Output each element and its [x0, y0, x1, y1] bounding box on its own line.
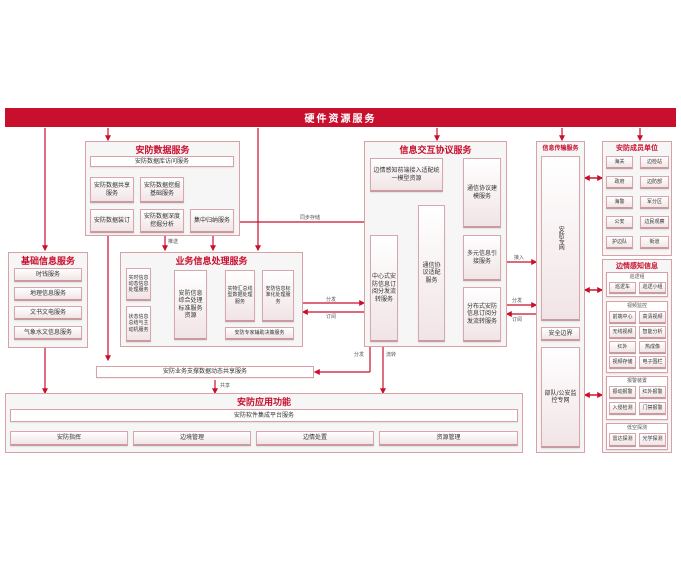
app-function[interactable]: 安防指挥 [10, 431, 128, 446]
video-item[interactable]: 智能分析 [639, 326, 666, 339]
video-item[interactable]: 热成像 [639, 341, 666, 354]
central-induction-service[interactable]: 集中归纳服务 [190, 209, 234, 233]
low-altitude-title: 低空探测 [626, 425, 647, 431]
member-unit[interactable]: 海关 [606, 156, 633, 169]
video-item[interactable]: 前端中心 [609, 311, 636, 324]
basic-info-title: 基础信息服务 [20, 257, 75, 267]
edge-label-access: 接入 [514, 255, 525, 261]
comm-modeling-service[interactable]: 通信协议建模服务 [463, 158, 501, 228]
alarm-item[interactable]: 入侵检测 [609, 402, 636, 415]
data-load-service[interactable]: 安防数据装订 [90, 209, 134, 233]
basic-info-item[interactable]: 气象水文信息服务 [14, 326, 82, 340]
member-unit[interactable]: 边检站 [640, 156, 669, 169]
video-item[interactable]: 高清视频 [639, 311, 666, 324]
edge-label-flow: 流转 [386, 352, 397, 358]
app-function[interactable]: 边情处置 [256, 431, 374, 446]
protocol-adapt-service[interactable]: 通信协议适配服务 [418, 205, 445, 342]
data-service-title: 安防数据服务 [135, 146, 190, 156]
edge-label-dispatch: 分发 [326, 297, 337, 303]
edge-label-subscribe: 订阅 [326, 314, 337, 320]
patrol-item[interactable]: 巡逻小组 [639, 282, 666, 294]
border-info-title: 边情感知信息 [616, 262, 658, 270]
app-title: 安防应用功能 [236, 398, 291, 408]
low-altitude-item[interactable]: 雷达探测 [609, 433, 636, 447]
low-altitude-item[interactable]: 光学探测 [639, 433, 666, 447]
security-network-label: 安防专网 [557, 226, 565, 250]
integration-platform[interactable]: 安防软件集成平台服务 [10, 409, 518, 422]
security-boundary[interactable]: 安全边界 [541, 327, 580, 341]
member-unit[interactable]: 街道 [640, 236, 669, 249]
edge-label-subscribe: 订阅 [512, 317, 523, 323]
data-share-service[interactable]: 安防数据共享服务 [90, 177, 134, 203]
multi-source-service[interactable]: 多元信息引接服务 [463, 235, 501, 281]
shared-support-bar[interactable]: 安防业务支撑数据动态共享服务 [96, 366, 314, 378]
patrol-title: 巡逻组 [629, 274, 645, 280]
edge-label-push: 推送 [168, 239, 179, 245]
alarm-title: 报警装置 [626, 378, 647, 384]
business-service[interactable]: 实时信息动态信息处理服务 [126, 268, 151, 301]
edge-label-sync: 同步存储 [300, 215, 321, 221]
app-function[interactable]: 资源管理 [379, 431, 518, 446]
distributed-subscribe-service[interactable]: 分布式安防信息订阅分发流转服务 [463, 287, 501, 342]
alarm-item[interactable]: 门禁报警 [639, 402, 666, 415]
transport-title: 信息传输服务 [542, 145, 579, 152]
deep-mining-service[interactable]: 安防数据深度挖掘分析 [140, 209, 184, 233]
business-service[interactable]: 安防信息标准化处理服务 [262, 270, 294, 322]
perception-adapt-service[interactable]: 边情感知前端接入适配统一模型资源 [370, 158, 443, 192]
members-title: 安防成员单位 [616, 144, 658, 152]
business-service[interactable]: 安防信息综合处理标准服务资源 [174, 270, 207, 340]
business-service[interactable]: 实物汇总线型数据处理服务 [225, 270, 255, 322]
patrol-item[interactable]: 巡逻车 [609, 282, 636, 294]
security-network[interactable]: 安防专网 [541, 156, 580, 321]
alarm-item[interactable]: 振动报警 [609, 386, 636, 399]
business-service[interactable]: 状态信息总结与主动机服务 [126, 306, 151, 342]
police-network[interactable]: 部队/公安监控专网 [541, 347, 580, 448]
basic-info-item[interactable]: 文书文电服务 [14, 306, 82, 320]
member-unit[interactable]: 边民观察 [640, 216, 669, 229]
member-unit[interactable]: 政府 [606, 176, 633, 189]
business-title: 业务信息处理服务 [175, 257, 248, 267]
member-unit[interactable]: 军分区 [640, 196, 669, 209]
app-function[interactable]: 边境管理 [133, 431, 251, 446]
basic-info-item[interactable]: 地理信息服务 [14, 287, 82, 301]
member-unit[interactable]: 边防部 [640, 176, 669, 189]
mining-base-service[interactable]: 安防数据挖掘基础服务 [140, 177, 184, 203]
video-item[interactable]: 无线视频 [609, 326, 636, 339]
edge-label-dispatch: 分发 [512, 298, 523, 304]
video-item[interactable]: 电子围栏 [639, 356, 666, 369]
db-access-service[interactable]: 安防数据库访问服务 [90, 156, 234, 167]
member-unit[interactable]: 海警 [606, 196, 633, 209]
central-subscribe-service[interactable]: 中心式安防信息订阅分发流转服务 [370, 235, 398, 342]
video-item[interactable]: 视频存储 [609, 356, 636, 369]
hardware-resource-bar: 硬件资源服务 [5, 108, 676, 127]
edge-label-share: 共享 [220, 383, 231, 389]
exchange-title: 信息交互协议服务 [399, 146, 472, 156]
edge-label-dispatch: 分发 [354, 352, 365, 358]
video-title: 视频监控 [626, 303, 647, 309]
video-item[interactable]: 红外 [609, 341, 636, 354]
member-unit[interactable]: 护边队 [606, 236, 633, 249]
basic-info-item[interactable]: 时钱服务 [14, 268, 82, 282]
alarm-item[interactable]: 红外报警 [639, 386, 666, 399]
member-unit[interactable]: 公安 [606, 216, 633, 229]
business-service[interactable]: 安防专家辅助决策服务 [225, 327, 294, 340]
